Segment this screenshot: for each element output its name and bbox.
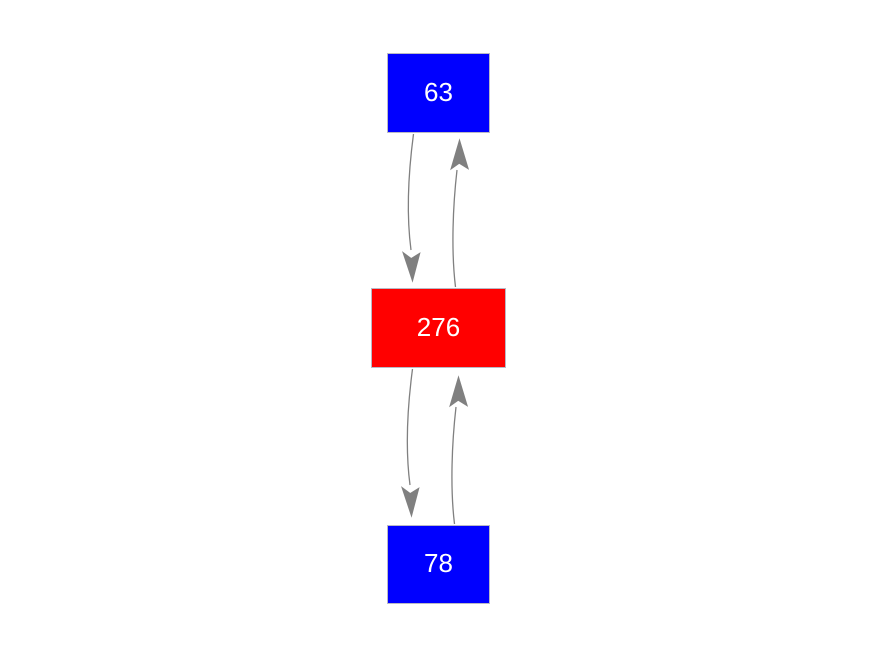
edge-63-to-276-arrowhead bbox=[402, 251, 421, 283]
node-78-rect bbox=[387, 525, 490, 604]
edge-276-to-63-arrowhead bbox=[450, 138, 470, 171]
edge-276-to-78[interactable] bbox=[401, 368, 420, 518]
edge-78-to-276-line bbox=[451, 406, 457, 525]
node-63[interactable]: 63 bbox=[387, 53, 490, 133]
edge-276-to-63-line bbox=[452, 169, 458, 288]
node-63-rect bbox=[387, 53, 490, 133]
node-276-label: 276 bbox=[417, 312, 460, 342]
edge-276-to-78-line bbox=[406, 368, 414, 486]
node-276[interactable]: 276 bbox=[371, 288, 506, 368]
edge-63-to-276-line bbox=[407, 133, 415, 251]
node-78[interactable]: 78 bbox=[387, 525, 490, 604]
edge-276-to-78-arrowhead bbox=[401, 486, 420, 518]
edge-78-to-276-arrowhead bbox=[449, 375, 469, 408]
edge-78-to-276[interactable] bbox=[449, 375, 469, 525]
node-276-rect bbox=[371, 288, 506, 368]
edge-63-to-276[interactable] bbox=[402, 133, 421, 283]
node-78-label: 78 bbox=[424, 548, 453, 578]
node-63-label: 63 bbox=[424, 77, 453, 107]
edge-276-to-63[interactable] bbox=[450, 138, 470, 288]
